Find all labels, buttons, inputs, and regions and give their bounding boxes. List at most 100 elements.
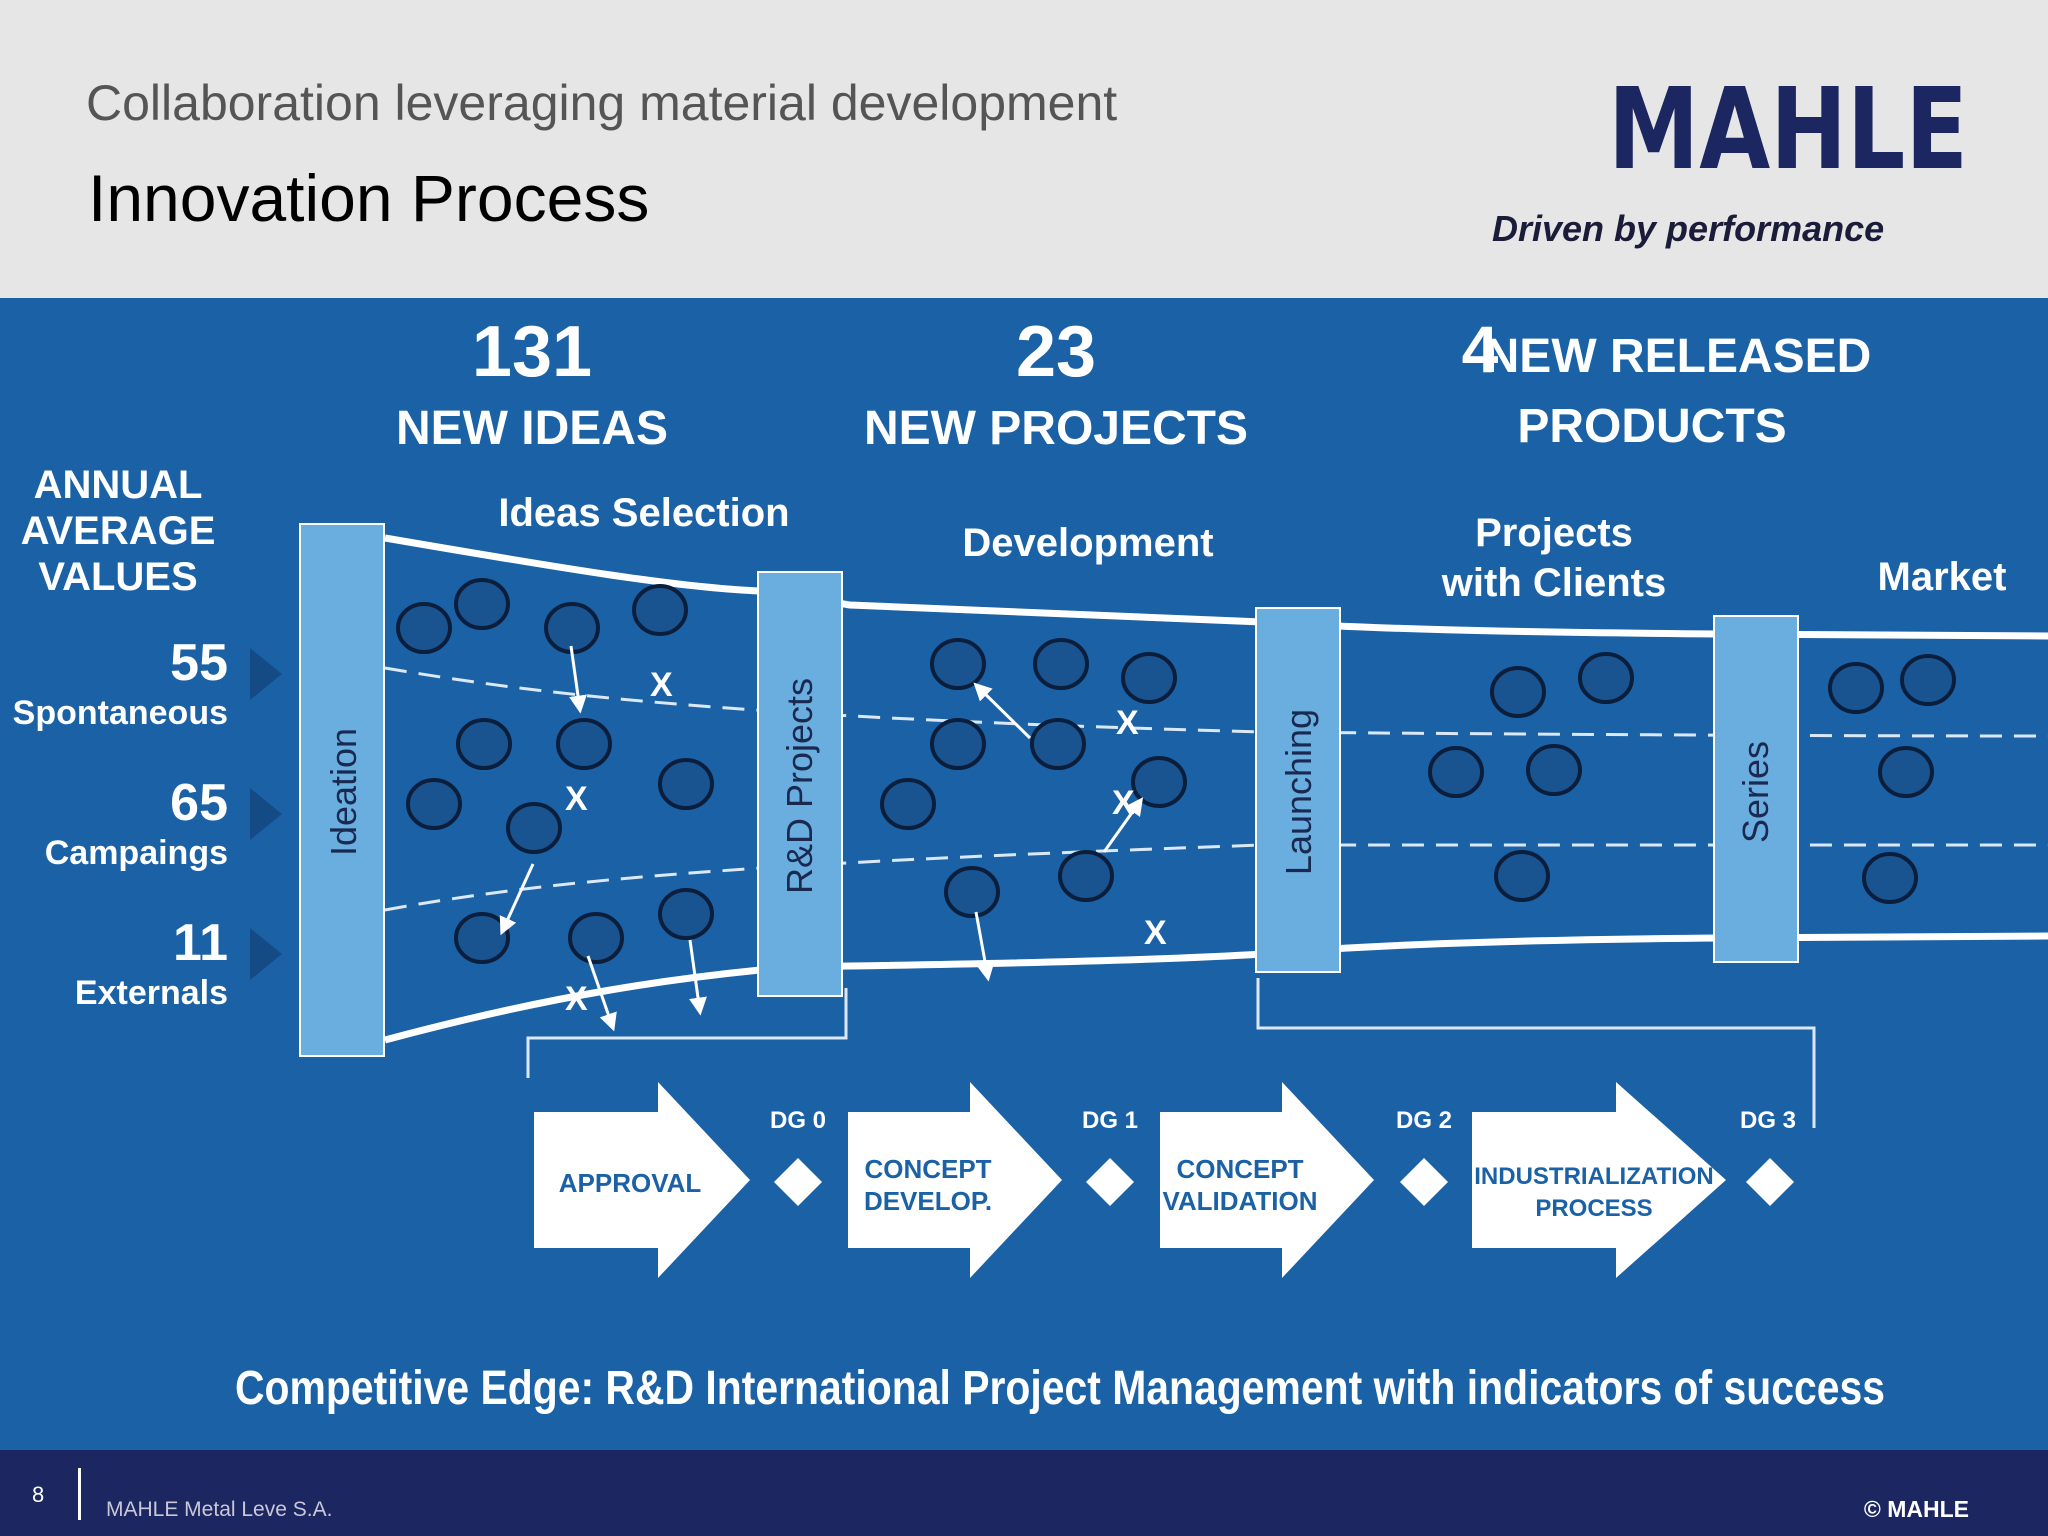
step-label-concept-validation-1: CONCEPT (1176, 1154, 1303, 1184)
mahle-logo-text: MAHLE (1608, 84, 1968, 174)
idea-circle (1428, 746, 1484, 798)
gate-label-launching: Launching (1278, 709, 1319, 875)
gate-bars (299, 523, 1799, 1057)
copyright-notice: © MAHLE (1863, 1496, 1969, 1522)
idea-circle (506, 802, 562, 854)
pointer-externals (250, 928, 282, 980)
decision-gate-diamond (1746, 1158, 1794, 1206)
idea-circle (1490, 666, 1546, 718)
decision-gate-labels: DG 0 DG 1 DG 2 DG 3 (770, 1107, 1796, 1134)
stage-label-development: Development (962, 521, 1213, 565)
process-step-labels: APPROVAL CONCEPT DEVELOP. CONCEPT VALIDA… (559, 1154, 1714, 1222)
annual-label-3: VALUES (38, 555, 197, 599)
innovation-funnel-panel: X X X X X X Ideation R&D Projects Launch… (0, 298, 2048, 1450)
decision-gate-diamond (774, 1158, 822, 1206)
count-products-label-2: PRODUCTS (1517, 400, 1786, 453)
idea-circle (1030, 718, 1086, 770)
reject-marks: X X X X X X (565, 666, 1167, 1018)
idea-circle (658, 758, 714, 810)
competitive-edge-caption: Competitive Edge: R&D International Proj… (235, 1362, 1885, 1415)
idea-move-arrows (499, 645, 1144, 1032)
idea-circle (454, 912, 510, 964)
idea-circle (1526, 744, 1582, 796)
count-new-ideas-number: 131 (472, 312, 592, 392)
count-new-projects-label: NEW PROJECTS (864, 402, 1248, 455)
pointer-spontaneous (250, 648, 282, 700)
reject-mark: X (1144, 914, 1167, 952)
slide-title: Innovation Process (88, 161, 650, 235)
idea-circle (930, 718, 986, 770)
step-arrow-industrialization (1472, 1082, 1726, 1278)
count-products-number: 4 (1462, 312, 1499, 386)
step-label-concept-validation-2: VALIDATION (1162, 1186, 1317, 1216)
step-label-approval: APPROVAL (559, 1168, 702, 1198)
idea-circle (658, 888, 714, 940)
stage-label-market: Market (1878, 555, 2007, 599)
reject-mark: X (565, 780, 588, 818)
source-label-spontaneous: Spontaneous (13, 694, 228, 732)
step-arrow-approval (534, 1082, 750, 1278)
process-steps (534, 1082, 1726, 1278)
source-value-spontaneous: 55 (170, 634, 228, 692)
idea-circle (1121, 652, 1177, 704)
idea-circle (1900, 654, 1956, 706)
decision-gate-label-0: DG 0 (770, 1107, 826, 1134)
slide-header: Collaboration leveraging material develo… (0, 0, 2048, 298)
annual-values: ANNUAL AVERAGE VALUES 55 Spontaneous 65 … (13, 463, 228, 1012)
idea-circle (396, 602, 452, 654)
reject-mark: X (565, 980, 588, 1018)
gate-labels: Ideation R&D Projects Launching Series (323, 678, 1776, 894)
count-new-ideas-label: NEW IDEAS (396, 402, 668, 455)
annual-label-2: AVERAGE (21, 509, 216, 553)
idea-circle (1878, 746, 1934, 798)
stage-brackets (526, 978, 1816, 1128)
decision-gate-diamond (1400, 1158, 1448, 1206)
decision-gate-label-3: DG 3 (1740, 1107, 1796, 1134)
company-name: MAHLE Metal Leve S.A. (106, 1498, 333, 1521)
count-products-label-1: NEW RELEASED (1485, 330, 1872, 383)
idea-circle (880, 778, 936, 830)
idea-circle (1862, 852, 1918, 904)
gate-bar-launching (1255, 607, 1341, 973)
source-label-externals: Externals (75, 974, 228, 1012)
stage-labels: Ideas Selection Development Projects wit… (498, 491, 2006, 605)
idea-circle (1131, 756, 1187, 808)
idea-circle (930, 638, 986, 690)
step-label-concept-develop-2: DEVELOP. (864, 1186, 992, 1216)
decision-gate-label-1: DG 1 (1082, 1107, 1138, 1134)
reject-mark: X (1116, 704, 1139, 742)
idea-circle (544, 602, 600, 654)
stage-label-ideas-selection: Ideas Selection (498, 491, 789, 535)
gate-bar-rd-projects (757, 571, 843, 997)
idea-circle (632, 584, 688, 636)
page-number: 8 (32, 1482, 45, 1507)
gate-bar-ideation (299, 523, 385, 1057)
lane-dividers (384, 666, 2048, 912)
idea-circle (568, 912, 624, 964)
idea-circles (396, 578, 1956, 964)
count-new-projects-number: 23 (1016, 312, 1096, 392)
pointer-campaings (250, 788, 282, 840)
gate-label-rd-projects: R&D Projects (779, 678, 820, 894)
stage-label-projects-clients-1: Projects (1475, 511, 1633, 555)
slide-subtitle: Collaboration leveraging material develo… (86, 75, 1118, 131)
step-arrow-concept-validation (1160, 1082, 1374, 1278)
step-label-industrialization-2: PROCESS (1535, 1195, 1652, 1222)
step-label-industrialization-1: INDUSTRIALIZATION (1474, 1163, 1714, 1190)
step-label-concept-develop-1: CONCEPT (864, 1154, 991, 1184)
reject-mark: X (1112, 784, 1135, 822)
idea-circle (556, 718, 612, 770)
idea-circle (1578, 652, 1634, 704)
decision-gate-label-2: DG 2 (1396, 1107, 1452, 1134)
stage-counts: 131 NEW IDEAS 23 NEW PROJECTS 4 NEW RELE… (396, 312, 1871, 455)
logo-tagline: Driven by performance (1492, 208, 1885, 249)
idea-circle (454, 578, 510, 630)
idea-circle (1828, 662, 1884, 714)
idea-circle (1058, 850, 1114, 902)
gate-label-series: Series (1735, 741, 1776, 843)
source-value-externals: 11 (173, 914, 228, 972)
annual-label-1: ANNUAL (34, 463, 203, 507)
gate-bar-series (1713, 615, 1799, 963)
stage-label-projects-clients-2: with Clients (1441, 561, 1666, 605)
gate-label-ideation: Ideation (323, 728, 364, 856)
